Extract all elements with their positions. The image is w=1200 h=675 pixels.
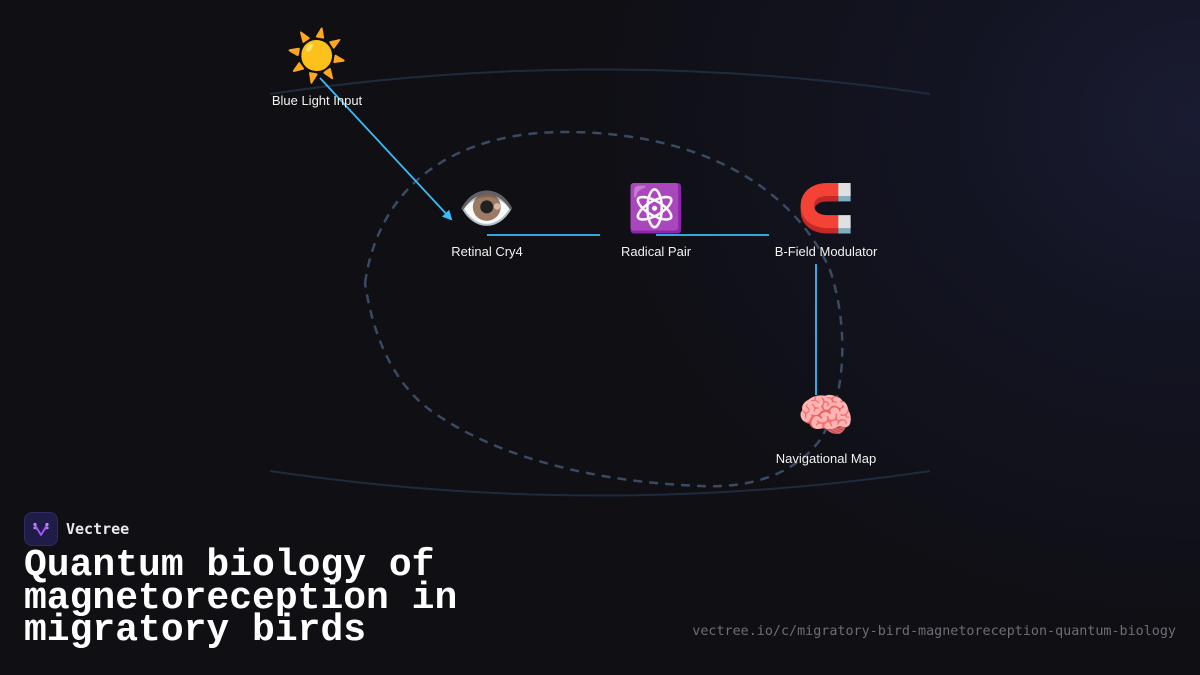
node-radical-pair[interactable]: ⚛️ Radical Pair	[621, 180, 691, 259]
vectree-logo-icon	[24, 512, 58, 546]
bottom-arc	[269, 470, 931, 497]
top-arc	[269, 68, 931, 95]
edge-blue-light-to-cry4	[319, 77, 453, 221]
node-label: Retinal Cry4	[451, 244, 523, 259]
node-navigational-map[interactable]: 🧠 Navigational Map	[776, 387, 876, 466]
brand-name: Vectree	[66, 520, 130, 538]
node-label: Blue Light Input	[271, 93, 363, 108]
node-label: Radical Pair	[620, 244, 692, 259]
node-retinal-cry4[interactable]: 👁️ Retinal Cry4	[451, 180, 523, 259]
brain-icon: 🧠	[797, 389, 855, 441]
node-label: B-Field Modulator	[774, 244, 878, 259]
node-label: Navigational Map	[775, 451, 877, 466]
node-b-field-modulator[interactable]: 🧲 B-Field Modulator	[775, 180, 878, 259]
dashed-loop	[363, 130, 844, 488]
page-title: Quantum biology of magnetoreception in m…	[24, 544, 458, 652]
sun-icon: ☀️	[285, 28, 349, 84]
eye-icon: 👁️	[458, 182, 516, 234]
node-blue-light-input[interactable]: ☀️ Blue Light Input	[272, 28, 362, 108]
magnet-icon: 🧲	[797, 182, 855, 234]
page-url[interactable]: vectree.io/c/migratory-bird-magnetorecep…	[692, 624, 1176, 639]
brand: Vectree	[24, 512, 129, 546]
atom-icon: ⚛️	[627, 182, 685, 234]
